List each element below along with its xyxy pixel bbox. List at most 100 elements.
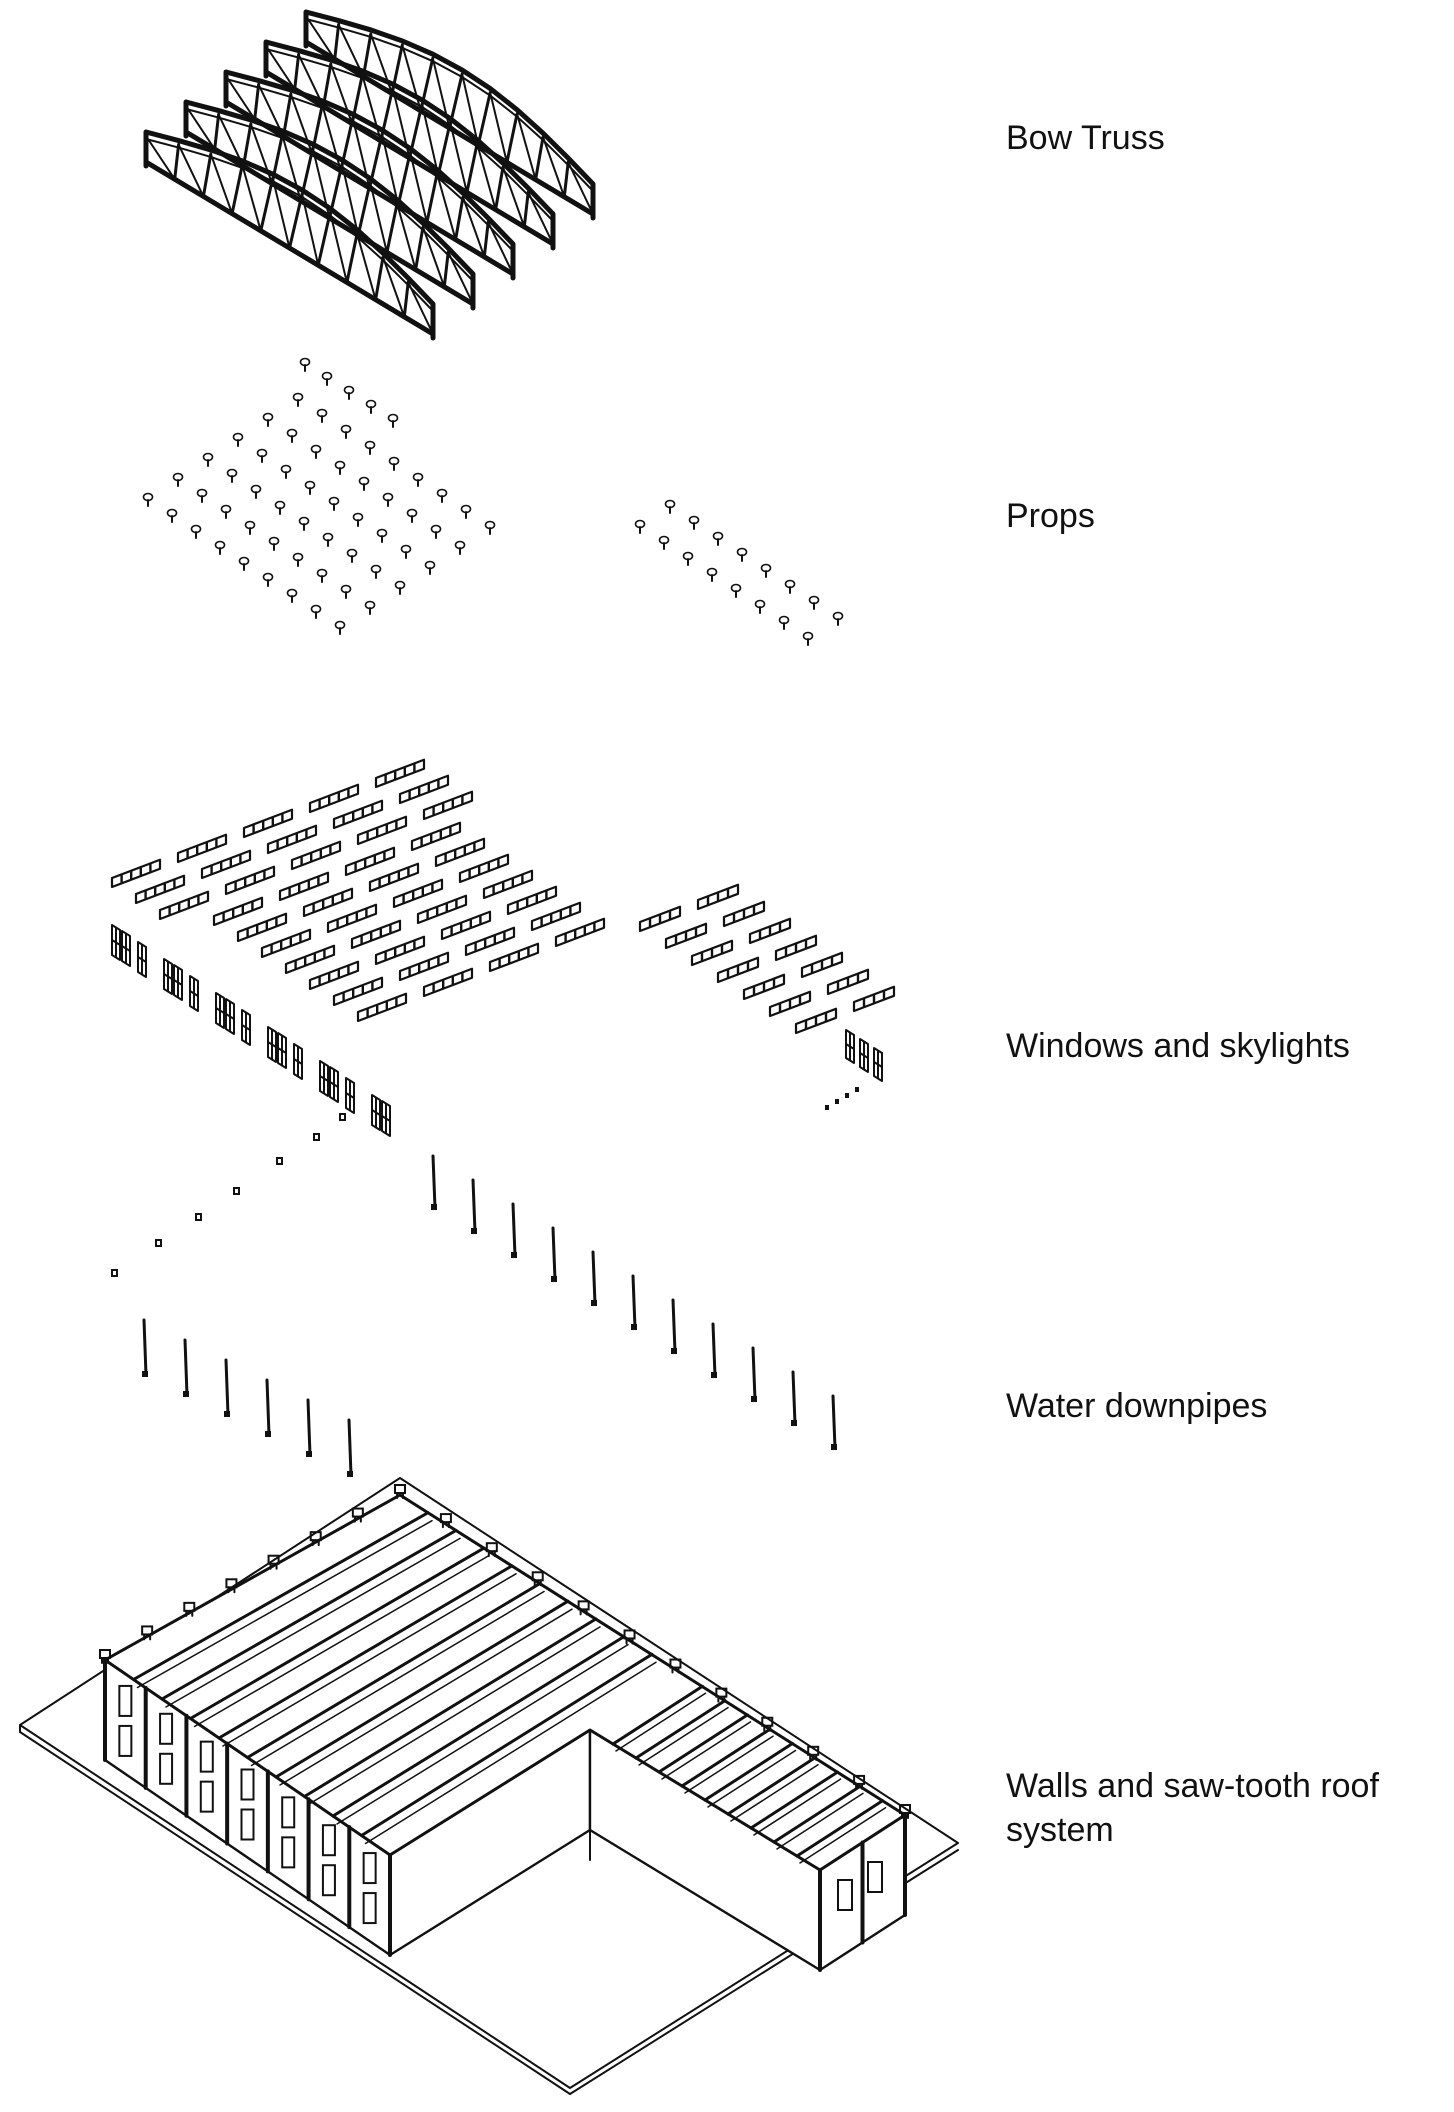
truss-diagonal: [305, 15, 336, 61]
truss-vertical: [448, 72, 464, 130]
truss-diagonal: [351, 117, 371, 189]
prop: [364, 440, 376, 455]
skylight-frame: [422, 967, 474, 998]
window-transom: [859, 1052, 869, 1059]
truss-vertical: [293, 53, 301, 91]
skylight: [200, 849, 252, 880]
skylight-end-cap: [835, 1099, 839, 1104]
facade-window: [329, 1066, 339, 1103]
truss-vertical: [379, 86, 395, 143]
downpipe: [631, 1274, 637, 1330]
truss-vertical: [259, 176, 275, 233]
skylight: [800, 951, 844, 979]
prop: [316, 568, 328, 583]
finial-cap: [351, 1507, 364, 1518]
downpipe-shaft: [471, 1178, 477, 1234]
prop: [232, 432, 244, 447]
prop: [340, 424, 352, 439]
downpipe-shaft: [711, 1322, 717, 1378]
truss-diagonal: [502, 166, 526, 228]
truss-diagonal: [487, 221, 514, 275]
truss-diagonal: [225, 75, 256, 121]
label-water-downpipes: Water downpipes: [1006, 1387, 1268, 1425]
facade-window: [321, 1824, 336, 1857]
parapet-finial: [309, 1531, 322, 1547]
prop: [778, 615, 790, 630]
downpipe-shaft: [224, 1358, 230, 1417]
facade-window: [159, 1712, 174, 1745]
skylight-end-cap: [855, 1087, 859, 1092]
downpipe: [711, 1322, 717, 1378]
downpipe-shaft: [791, 1370, 797, 1426]
finial-cap: [394, 1484, 406, 1494]
parapet-finial: [669, 1658, 682, 1674]
prop: [436, 488, 448, 503]
finial-cap: [485, 1542, 498, 1553]
prop: [712, 531, 724, 546]
facade-window: [240, 1808, 255, 1841]
skylight-frame: [236, 912, 288, 943]
prop: [784, 579, 796, 594]
window-transom: [163, 973, 173, 980]
skylight: [290, 840, 342, 871]
facade-window: [267, 1026, 277, 1063]
prop: [808, 595, 820, 610]
skylight: [308, 783, 360, 814]
skylight: [236, 912, 288, 943]
skylight: [716, 956, 760, 984]
sawtooth-glazing: [661, 1721, 752, 1780]
downpipe-shaft: [431, 1154, 437, 1210]
downpipe: [751, 1346, 757, 1402]
props-drawing: [142, 357, 844, 646]
truss-diagonal: [542, 136, 566, 198]
sawtooth-glazing: [364, 1661, 657, 1845]
prop: [364, 600, 376, 615]
skylight: [664, 922, 708, 950]
truss-vertical: [270, 133, 284, 186]
skylight: [458, 853, 510, 884]
truss-vertical: [350, 73, 364, 126]
downpipe: [671, 1298, 677, 1354]
truss-diagonal: [369, 181, 388, 254]
skylight: [398, 774, 450, 805]
parapet-finial: [267, 1554, 280, 1570]
skylight-frame: [440, 910, 492, 941]
truss-diagonal: [329, 62, 354, 125]
prop: [316, 408, 328, 423]
sawtooth-glazing: [250, 1590, 545, 1767]
parapet-finial: [899, 1804, 911, 1819]
window-transom: [293, 1058, 303, 1065]
truss-diagonal: [356, 232, 377, 301]
window-transom: [225, 1013, 235, 1020]
skylight-frame: [374, 935, 426, 966]
downpipe-shoe: [671, 1348, 677, 1354]
parapet-finial: [439, 1513, 452, 1529]
prop: [394, 580, 406, 595]
prop: [298, 516, 310, 531]
skylight-frame: [368, 862, 420, 893]
facade-window: [189, 975, 199, 1012]
finial-cap: [183, 1601, 196, 1612]
facade-window: [111, 924, 121, 961]
prop: [328, 496, 340, 511]
downpipe-shoe: [306, 1451, 312, 1457]
skylight-frame: [416, 894, 468, 925]
prop: [664, 499, 676, 514]
sawtooth-ridge: [611, 1684, 704, 1746]
parapet-finial: [225, 1578, 238, 1594]
truss-diagonal: [391, 87, 411, 159]
truss-diagonal: [422, 226, 446, 288]
finial-cap: [899, 1804, 911, 1814]
facade-window: [281, 1796, 296, 1829]
skylight: [212, 896, 264, 927]
parapet-finial: [531, 1571, 544, 1587]
skylight: [344, 846, 396, 877]
truss-vertical: [299, 146, 315, 203]
skylight: [350, 919, 402, 950]
window-transom: [215, 1007, 225, 1014]
downpipe: [791, 1370, 797, 1426]
skylight-frame: [224, 865, 276, 896]
truss-diagonal: [476, 142, 497, 211]
window-transom: [267, 1041, 277, 1048]
